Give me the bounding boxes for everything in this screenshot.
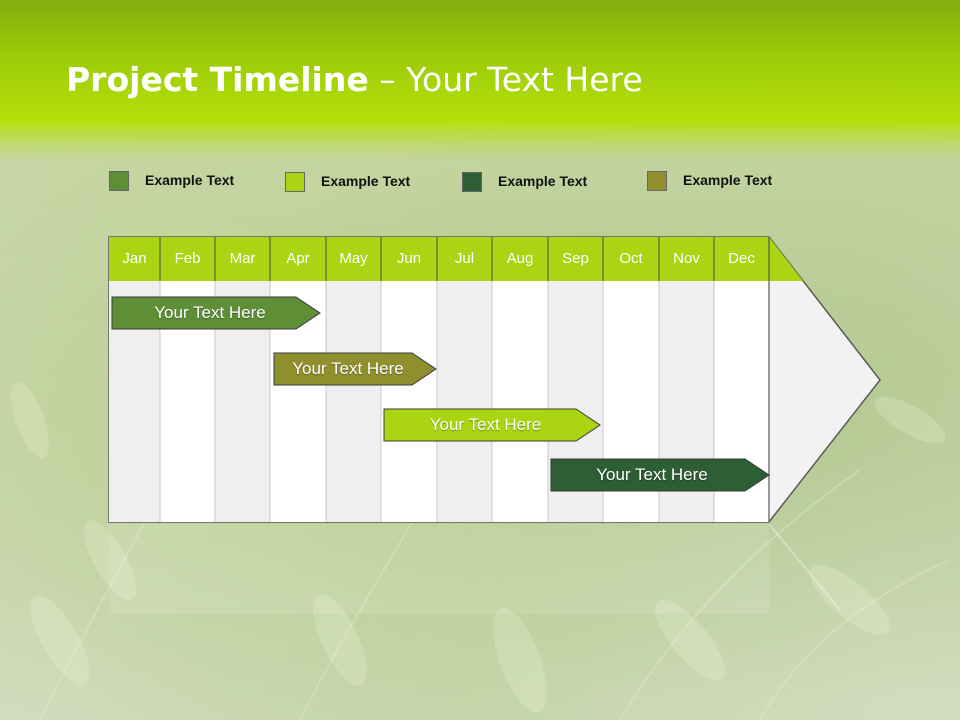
month-label: Jun (396, 250, 422, 267)
task-bar-label[interactable]: Your Text Here (429, 415, 542, 434)
month-label: Nov (673, 250, 700, 267)
task-bar-arrow (273, 352, 437, 386)
month-label: Jan (122, 250, 147, 267)
legend-label: Example Text (145, 172, 235, 188)
month-column (326, 281, 381, 522)
month-label: May (339, 250, 368, 267)
task-bars (111, 296, 770, 492)
month-column (437, 281, 492, 522)
task-bar-arrow (111, 296, 321, 330)
month-label: Sep (562, 250, 589, 267)
month-label: Apr (286, 250, 310, 267)
title-rest: – Your Text Here (368, 60, 643, 99)
legend-label: Example Text (498, 173, 588, 189)
task-bar-label[interactable]: Your Text Here (154, 303, 266, 322)
timeline-reflection (109, 523, 841, 614)
month-label: Mar (229, 250, 256, 267)
legend-label: Example Text (683, 172, 773, 188)
task-bar-arrow (550, 458, 770, 492)
month-header-band (109, 237, 803, 281)
month-label: Oct (619, 250, 643, 267)
task-bar-label[interactable]: Your Text Here (596, 465, 708, 484)
legend-swatch (285, 172, 305, 192)
legend-swatch (462, 172, 482, 192)
legend-swatch (647, 171, 667, 191)
legend-swatch (109, 171, 129, 191)
month-label: Aug (506, 250, 534, 267)
legend-label: Example Text (321, 173, 411, 189)
title-bold: Project Timeline (66, 60, 369, 99)
task-bar-arrow (383, 408, 601, 442)
page-title: Project Timeline – Your Text Here (66, 60, 643, 99)
month-label: Dec (728, 250, 755, 267)
header-band (0, 0, 960, 160)
month-column (381, 281, 437, 522)
month-label: Jul (454, 250, 475, 267)
month-label: Feb (174, 250, 201, 267)
month-column (492, 281, 548, 522)
task-bar-label[interactable]: Your Text Here (292, 359, 404, 378)
